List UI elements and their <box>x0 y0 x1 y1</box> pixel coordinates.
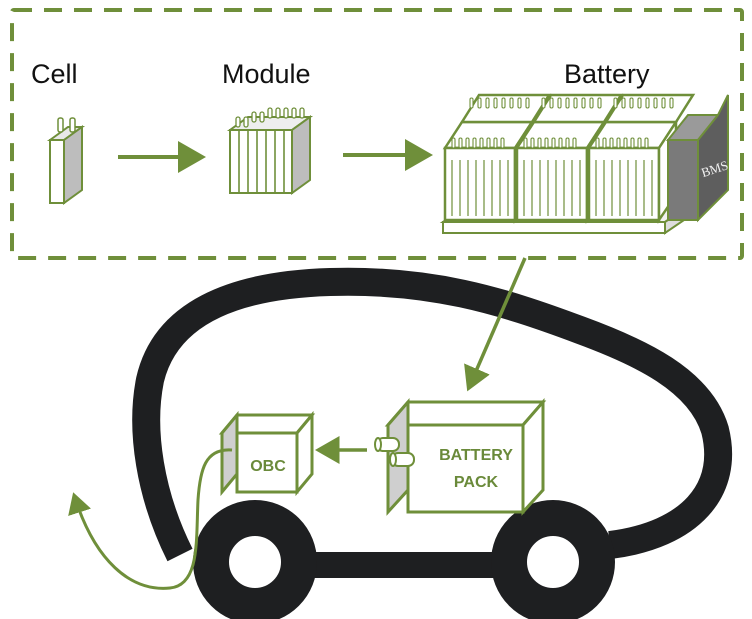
wheel-icon <box>193 500 317 619</box>
battery-pack-label-line2: PACK <box>454 474 499 491</box>
obc-label: OBC <box>250 458 286 475</box>
arrow-battery-to-pack <box>464 257 527 392</box>
battery-pack-box <box>384 397 547 516</box>
charging-cable <box>68 448 233 590</box>
cell-icon <box>46 117 86 205</box>
module-icon <box>226 107 314 195</box>
stage-label-cell: Cell <box>31 59 78 89</box>
bms-box <box>665 94 729 223</box>
wheel-icon <box>491 500 615 619</box>
dashed-frame <box>10 8 744 260</box>
plug-icon <box>374 437 415 467</box>
car-body-icon <box>132 267 733 562</box>
battery-pack-label-line1: BATTERY <box>439 447 513 464</box>
stage-label-module: Module <box>222 59 311 89</box>
stage-label-battery: Battery <box>564 59 650 89</box>
battery-icon <box>439 93 729 235</box>
obc-box <box>218 410 316 497</box>
